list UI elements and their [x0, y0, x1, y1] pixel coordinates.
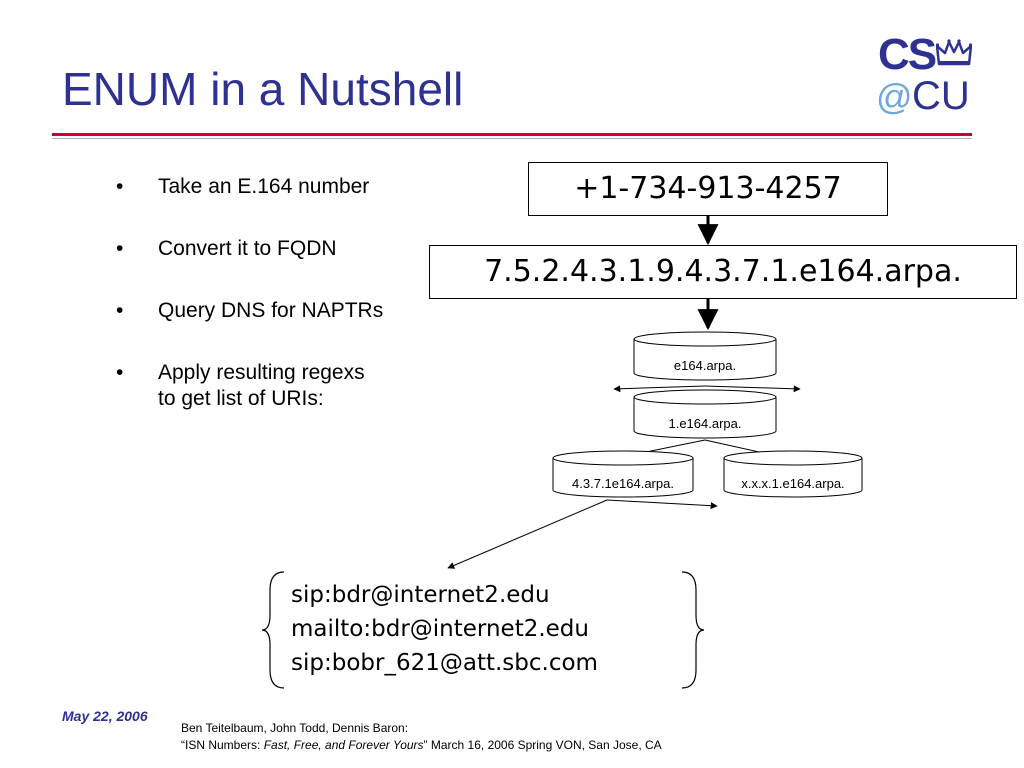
uri-brace-left	[261, 571, 285, 689]
bullet-text: Take an E.164 number	[158, 175, 370, 198]
bullet-item: • Take an E.164 number	[116, 174, 456, 200]
bullet-text: Convert it to FQDN	[158, 237, 337, 260]
zone-cylinder-country	[633, 389, 777, 439]
uri-item: sip:bdr@internet2.edu	[291, 582, 550, 608]
citation-pre: “ISN Numbers:	[181, 738, 264, 752]
zone-cylinder-area-right	[723, 450, 863, 498]
uri-brace-right	[681, 571, 705, 689]
arrow-root-right	[704, 385, 801, 393]
bullet-list: • Take an E.164 number • Convert it to FQD…	[116, 174, 456, 448]
zone-label-root: e164.arpa.	[673, 358, 737, 373]
footer-citation: Ben Teitelbaum, John Todd, Dennis Baron:…	[181, 720, 662, 754]
citation-post: ” March 16, 2006 Spring VON, San Jose, C…	[423, 738, 662, 752]
logo-cs-text: CS	[878, 30, 937, 79]
zone-cylinder-area-left	[552, 450, 694, 498]
bullet-dot: •	[116, 237, 124, 260]
logo-at-text: @	[876, 76, 913, 117]
slide-title: ENUM in a Nutshell	[62, 63, 464, 115]
bullet-text-line1: Apply resulting regexs	[158, 361, 365, 384]
bullet-item: • Convert it to FQDN	[116, 236, 456, 262]
arrow-area-right	[606, 499, 718, 510]
uri-list: sip:bdr@internet2.edu mailto:bdr@interne…	[291, 578, 598, 680]
footer-date: May 22, 2006	[62, 708, 148, 724]
bullet-dot: •	[116, 175, 124, 198]
bullet-item: • Apply resulting regexs to get list of UR…	[116, 360, 456, 412]
zone-label-area-right: x.x.x.1.e164.arpa.	[741, 476, 845, 491]
bullet-text-line2: to get list of URIs:	[158, 387, 324, 410]
fqdn-box: 7.5.2.4.3.1.9.4.3.7.1.e164.arpa.	[429, 245, 1017, 299]
phone-number-box: +1-734-913-4257	[528, 162, 888, 216]
title-divider-red	[52, 133, 972, 136]
citation-title: Fast, Free, and Forever Yours	[263, 738, 424, 752]
bullet-dot: •	[116, 299, 124, 322]
uri-item: sip:bobr_621@att.sbc.com	[291, 650, 598, 676]
citation-reference: “ISN Numbers: Fast, Free, and Forever Yo…	[181, 737, 662, 754]
title-divider-blue	[52, 138, 972, 139]
bullet-dot: •	[116, 361, 124, 384]
zone-label-country: 1.e164.arpa.	[668, 416, 742, 431]
uri-item: mailto:bdr@internet2.edu	[291, 616, 589, 642]
bullet-text: Query DNS for NAPTRs	[158, 299, 384, 322]
bullet-item: • Query DNS for NAPTRs	[116, 298, 456, 324]
crown-icon	[936, 39, 972, 66]
logo-cu-text: CU	[912, 74, 970, 118]
citation-authors: Ben Teitelbaum, John Todd, Dennis Baron:	[181, 721, 409, 735]
arrow-root-left	[613, 385, 706, 393]
arrow-area-down-left	[447, 499, 608, 569]
zone-label-area-left: 4.3.7.1e164.arpa.	[572, 476, 674, 491]
zone-cylinder-root	[633, 331, 777, 381]
